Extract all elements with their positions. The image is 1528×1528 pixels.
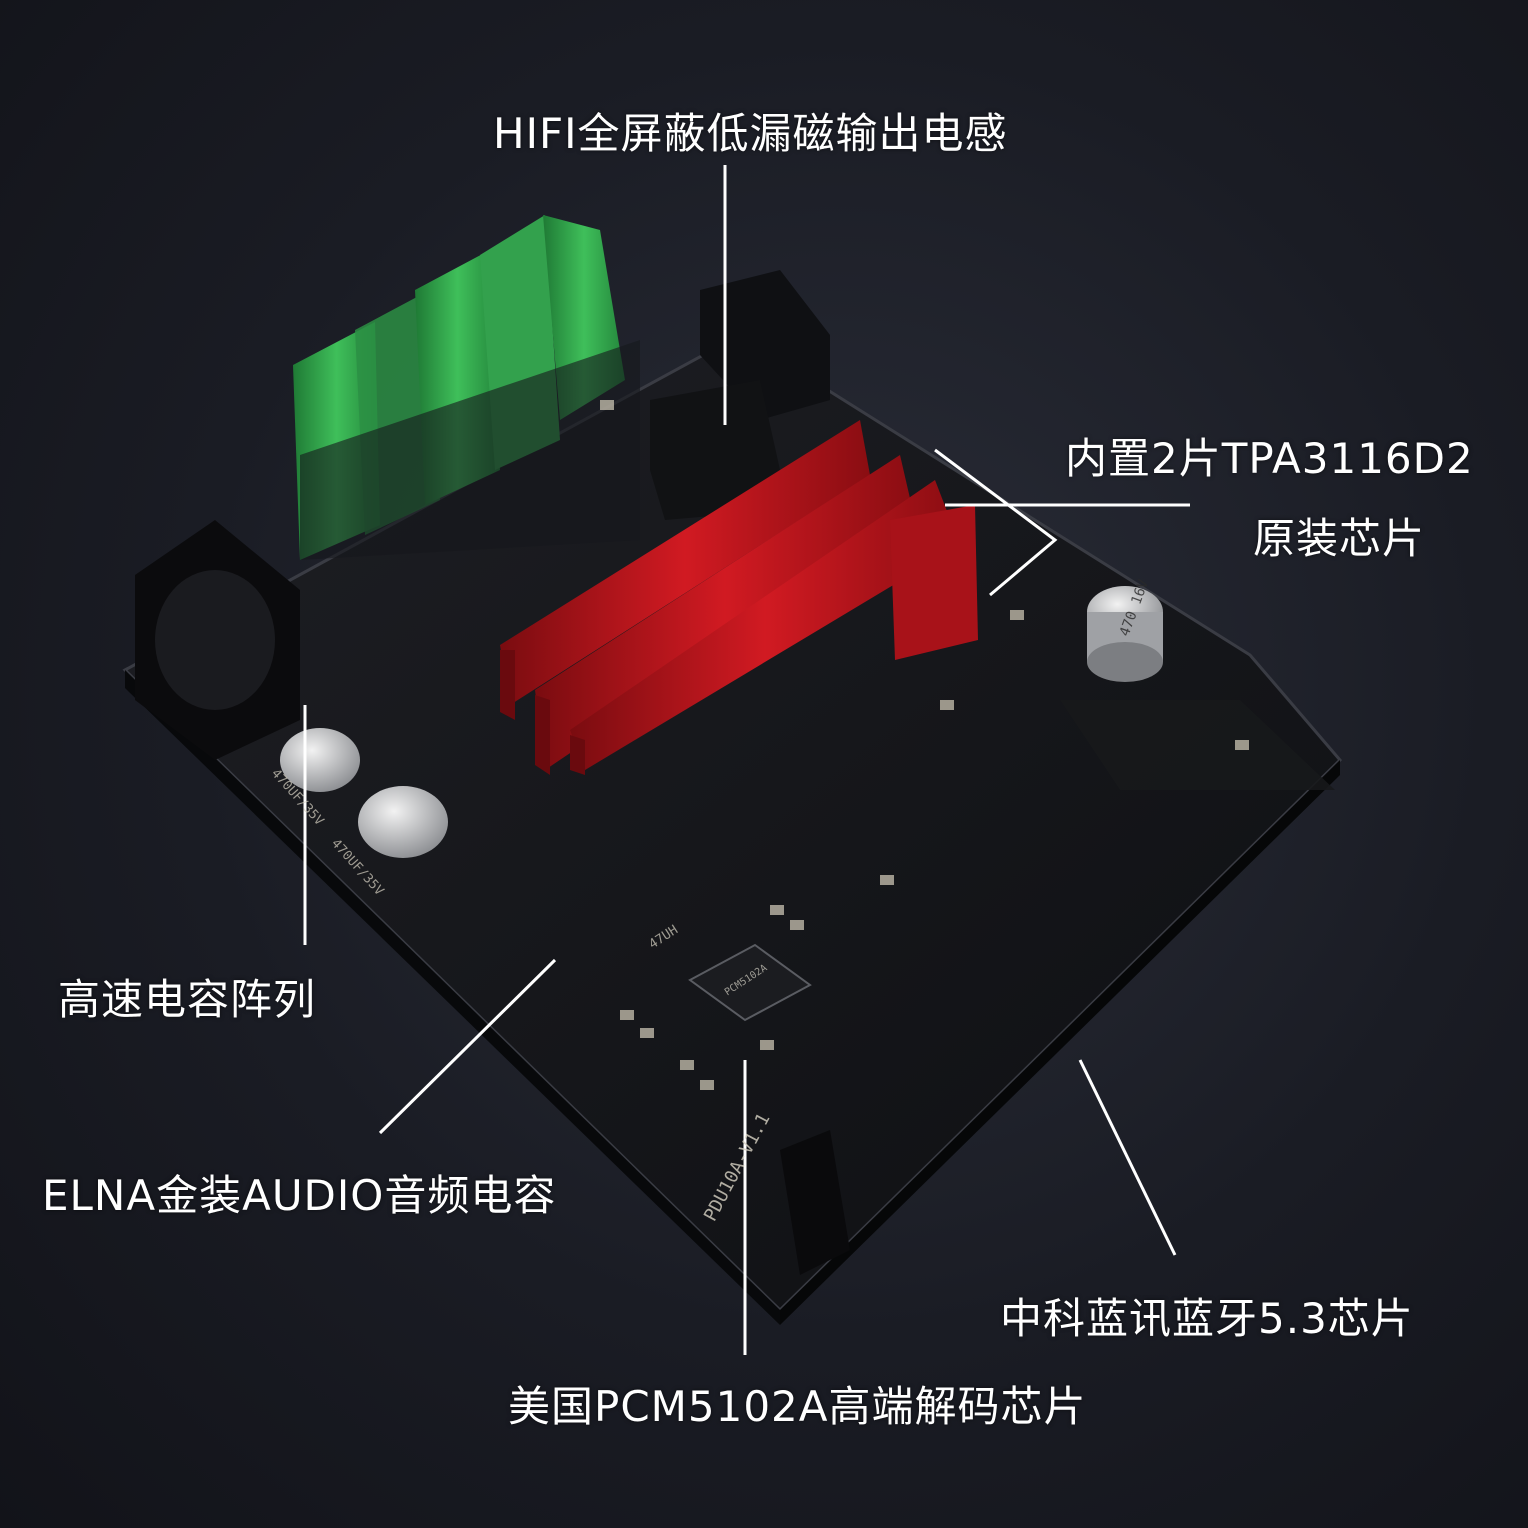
callout-dac: 美国PCM5102A高端解码芯片 (508, 1382, 1087, 1431)
bluetooth-module (780, 700, 1335, 1275)
callout-capacitor-array: 高速电容阵列 (58, 975, 317, 1024)
audio-jack (650, 270, 830, 520)
callout-elna: ELNA金装AUDIO音频电容 (42, 1171, 557, 1220)
smd-pads (600, 400, 1249, 1090)
leader-lines (303, 165, 1190, 1355)
green-heatsink (293, 215, 640, 560)
callout-inductor: HIFI全屏蔽低漏磁输出电感 (493, 109, 1008, 158)
red-heatsink (500, 420, 978, 775)
callout-tpa-line1: 内置2片TPA3116D2 (1065, 434, 1474, 483)
dc-jack (135, 520, 300, 760)
pcb-board (122, 333, 1343, 1325)
callout-tpa-line2: 原装芯片 (1253, 514, 1426, 563)
small-capacitor (1087, 586, 1163, 682)
callout-bluetooth: 中科蓝讯蓝牙5.3芯片 (1000, 1294, 1414, 1343)
dac-chip (688, 943, 812, 1022)
capacitor-array (280, 728, 448, 858)
